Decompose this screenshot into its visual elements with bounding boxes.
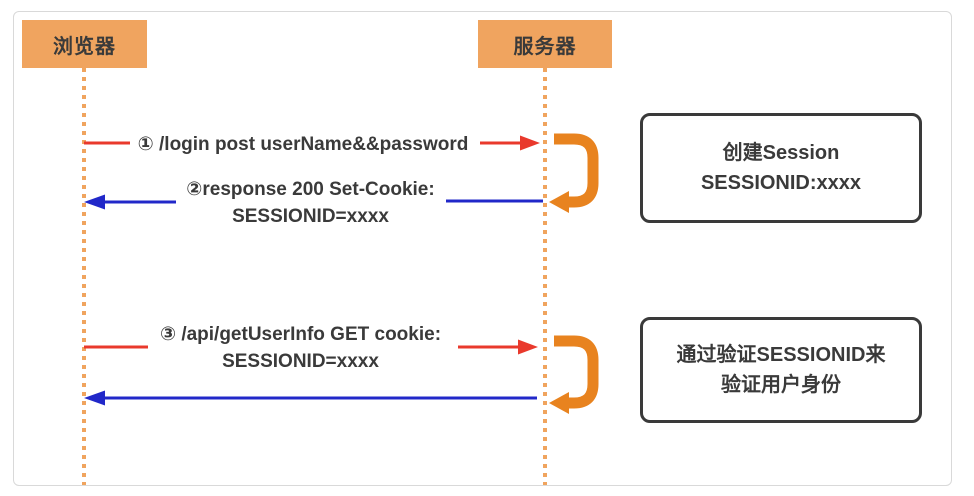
note-verify-session: 通过验证SESSIONID来 验证用户身份 xyxy=(640,317,922,423)
browser-lifeline xyxy=(82,68,86,485)
actor-server-label: 服务器 xyxy=(513,35,577,58)
note-2-line2: 验证用户身份 xyxy=(721,374,841,396)
message-3-label: ③ /api/getUserInfo GET cookie: SESSIONID… xyxy=(138,321,463,375)
server-self-loop-1 xyxy=(549,133,599,213)
message-2-line1: ②response 200 Set-Cookie: xyxy=(186,179,435,200)
note-1-line2: SESSIONID:xxxx xyxy=(700,172,862,194)
actor-server: 服务器 xyxy=(478,20,612,68)
loop-arrowhead-icon xyxy=(549,392,569,414)
loop-arrowhead-icon xyxy=(549,191,569,213)
arrowhead-right-icon xyxy=(518,339,538,355)
response-arrow-4 xyxy=(84,390,537,406)
request-arrow-3 xyxy=(84,339,538,355)
message-2-label: ②response 200 Set-Cookie: SESSIONID=xxxx xyxy=(158,176,463,230)
arrowhead-left-icon xyxy=(84,194,105,210)
message-1-line1: ① /login post userName&&password xyxy=(137,134,469,155)
arrowhead-left-icon xyxy=(84,390,105,406)
note-2-line1: 通过验证SESSIONID来 xyxy=(676,344,886,366)
message-3-line2: SESSIONID=xxxx xyxy=(222,351,379,372)
response-arrow-2 xyxy=(84,194,543,210)
message-3-line1: ③ /api/getUserInfo GET cookie: xyxy=(159,324,442,345)
message-1-label: ① /login post userName&&password xyxy=(123,131,483,158)
note-1-line1: 创建Session xyxy=(722,142,840,164)
actor-browser-label: 浏览器 xyxy=(53,35,116,58)
message-2-line2: SESSIONID=xxxx xyxy=(232,206,389,227)
actor-browser: 浏览器 xyxy=(22,20,147,68)
note-create-session: 创建Session SESSIONID:xxxx xyxy=(640,113,922,223)
request-arrow-1 xyxy=(84,135,540,151)
arrowhead-right-icon xyxy=(520,135,540,151)
server-lifeline xyxy=(543,68,547,485)
server-self-loop-2 xyxy=(549,335,599,414)
